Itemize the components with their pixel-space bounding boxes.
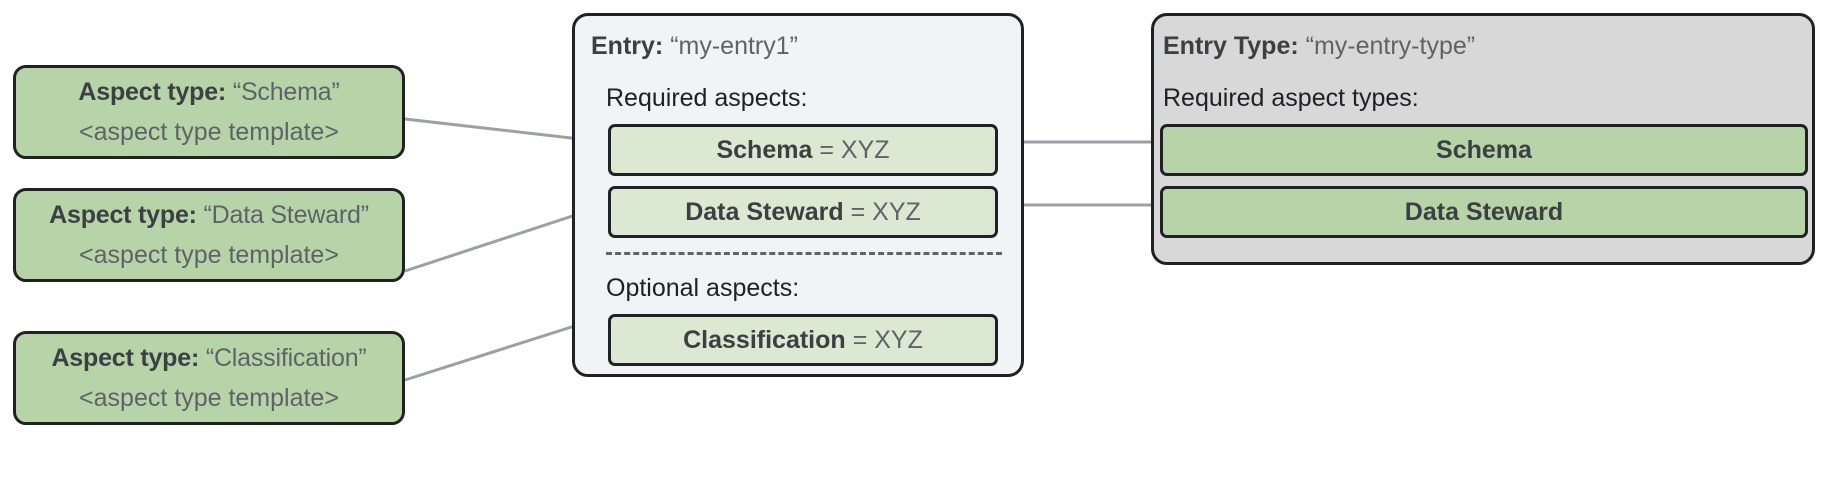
entry-panel-title-value: “my-entry1” bbox=[670, 32, 798, 60]
entry-aspect-value: = XYZ bbox=[852, 325, 923, 354]
aspect-type-card-name: “Data Steward” bbox=[203, 200, 370, 229]
entry-type-panel-title-value: “my-entry-type” bbox=[1305, 32, 1476, 60]
entry-type-required-aspect-types-label: Required aspect types: bbox=[1163, 84, 1419, 112]
entry-required-aspect-data-steward[interactable]: Data Steward = XYZ bbox=[608, 186, 998, 238]
aspect-type-card-label: Aspect type: bbox=[78, 77, 227, 106]
aspect-type-card-template: <aspect type template> bbox=[79, 117, 339, 146]
aspect-type-card-heading: Aspect type: “Data Steward” bbox=[49, 201, 369, 230]
aspect-type-card-name: “Classification” bbox=[205, 343, 367, 372]
entry-type-required-aspect-type-schema[interactable]: Schema bbox=[1160, 124, 1808, 176]
aspect-type-card-heading: Aspect type: “Schema” bbox=[78, 78, 339, 107]
entry-sections-divider bbox=[606, 252, 1002, 255]
aspect-type-card-template: <aspect type template> bbox=[79, 383, 339, 412]
entry-optional-aspect-classification[interactable]: Classification = XYZ bbox=[608, 314, 998, 366]
entry-panel-title: Entry: “my-entry1” bbox=[591, 32, 798, 61]
aspect-type-card-template: <aspect type template> bbox=[79, 240, 339, 269]
aspect-type-card-name: “Schema” bbox=[232, 77, 340, 106]
entry-aspect-value: = XYZ bbox=[819, 135, 890, 164]
entry-panel-title-label: Entry: bbox=[591, 32, 664, 60]
entry-aspect-name: Schema bbox=[716, 135, 813, 164]
entry-type-panel[interactable]: Entry Type: “my-entry-type” Required asp… bbox=[1151, 13, 1815, 265]
entry-type-panel-title: Entry Type: “my-entry-type” bbox=[1163, 32, 1475, 61]
aspect-type-card-label: Aspect type: bbox=[51, 343, 200, 372]
entry-required-aspects-label: Required aspects: bbox=[606, 84, 808, 112]
entry-optional-aspects-label: Optional aspects: bbox=[606, 274, 800, 302]
entry-type-panel-title-label: Entry Type: bbox=[1163, 32, 1299, 60]
aspect-type-card-label: Aspect type: bbox=[49, 200, 197, 229]
entry-aspect-name: Classification bbox=[683, 325, 846, 354]
entry-required-aspect-schema[interactable]: Schema = XYZ bbox=[608, 124, 998, 176]
aspect-type-card-schema[interactable]: Aspect type: “Schema” <aspect type templ… bbox=[13, 65, 405, 159]
entry-panel[interactable]: Entry: “my-entry1” Required aspects: Sch… bbox=[572, 13, 1024, 377]
aspect-type-card-heading: Aspect type: “Classification” bbox=[51, 344, 366, 373]
entry-aspect-name: Data Steward bbox=[685, 197, 844, 226]
entry-type-required-aspect-type-data-steward[interactable]: Data Steward bbox=[1160, 186, 1808, 238]
entry-aspect-value: = XYZ bbox=[850, 197, 921, 226]
aspect-type-card-data-steward[interactable]: Aspect type: “Data Steward” <aspect type… bbox=[13, 188, 405, 282]
aspect-type-card-classification[interactable]: Aspect type: “Classification” <aspect ty… bbox=[13, 331, 405, 425]
